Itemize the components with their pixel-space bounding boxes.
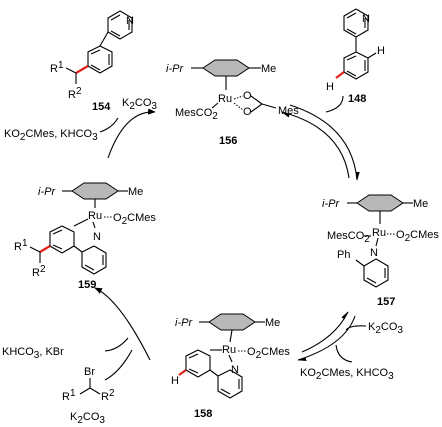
compound-156-number: 156	[219, 135, 237, 147]
reagent-ko2cmes-right: KO2CMes, KHCO3	[300, 367, 394, 382]
svg-text:N: N	[231, 364, 239, 376]
compound-157-number: 157	[377, 296, 395, 308]
oxidative-addition-arrow: KHCO3, KBr Br R1 R2 K2CO3	[2, 287, 151, 426]
svg-text:Ru: Ru	[88, 210, 102, 222]
svg-text:i-Pr: i-Pr	[38, 186, 56, 198]
svg-text:H: H	[377, 45, 385, 57]
svg-text:R1: R1	[14, 238, 28, 253]
equilibrium-arrows-right	[281, 95, 360, 181]
reagent-k2co3-top: K2CO3	[122, 97, 157, 112]
reagent-ko2cmes-left: KO2CMes, KHCO3	[4, 128, 98, 143]
compound-148-number: 148	[348, 93, 366, 105]
svg-text:H: H	[171, 375, 179, 387]
svg-text:Me: Me	[261, 63, 276, 75]
svg-text:R1: R1	[62, 388, 76, 403]
arene-ring	[202, 59, 250, 77]
svg-text:O: O	[243, 106, 252, 118]
product-release-arrow: K2CO3 KO2CMes, KHCO3	[4, 97, 157, 159]
svg-text:Me: Me	[413, 198, 428, 210]
reagent-khco3-kbr: KHCO3, KBr	[2, 346, 64, 361]
svg-text:Ru: Ru	[218, 93, 232, 105]
svg-text:N: N	[362, 13, 370, 25]
svg-text:N: N	[126, 15, 134, 27]
svg-text:R2: R2	[68, 86, 82, 101]
svg-text:O2CMes: O2CMes	[247, 346, 290, 361]
svg-text:O2CMes: O2CMes	[113, 212, 156, 227]
svg-text:Ru: Ru	[372, 227, 386, 239]
svg-text:N: N	[93, 231, 101, 243]
compound-154-number: 154	[92, 101, 111, 113]
new-c-c-bond	[75, 65, 89, 74]
compound-156: i-Pr Me Ru MesCO2 O O Mes 156	[166, 59, 299, 147]
compound-148: N H H 148	[326, 8, 385, 105]
reagent-k2co3-bottom-left: K2CO3	[70, 411, 105, 426]
equilibrium-arrows-bottom-right: K2CO3 KO2CMes, KHCO3	[297, 311, 403, 382]
compound-159-number: 159	[78, 279, 96, 291]
svg-text:O2CMes: O2CMes	[396, 229, 439, 244]
svg-text:MesCO2: MesCO2	[327, 230, 370, 245]
compound-154: H N R1 R2 154	[50, 10, 134, 113]
svg-text:Me: Me	[265, 317, 280, 329]
compound-158: i-Pr Me Ru O2CMes H N 158	[171, 313, 290, 420]
compound-158-number: 158	[194, 408, 212, 420]
svg-text:i-Pr: i-Pr	[166, 63, 184, 75]
svg-text:R2: R2	[101, 388, 115, 403]
svg-text:R2: R2	[32, 264, 46, 279]
svg-text:H: H	[326, 81, 334, 93]
svg-text:i-Pr: i-Pr	[175, 317, 193, 329]
svg-text:MesCO2: MesCO2	[175, 107, 218, 122]
svg-text:Ph: Ph	[337, 249, 350, 261]
compound-157: i-Pr Me Ru MesCO2 O2CMes N Ph 157	[322, 194, 439, 308]
svg-text:Me: Me	[128, 186, 143, 198]
compound-159: i-Pr Me Ru O2CMes N R1 R2 159	[14, 182, 156, 291]
svg-text:Ru: Ru	[222, 344, 236, 356]
svg-text:N: N	[370, 247, 378, 259]
svg-text:O: O	[243, 90, 252, 102]
svg-text:R1: R1	[50, 60, 64, 75]
svg-text:i-Pr: i-Pr	[322, 198, 340, 210]
svg-text:Br: Br	[84, 366, 95, 378]
reagent-k2co3-right: K2CO3	[368, 321, 403, 336]
